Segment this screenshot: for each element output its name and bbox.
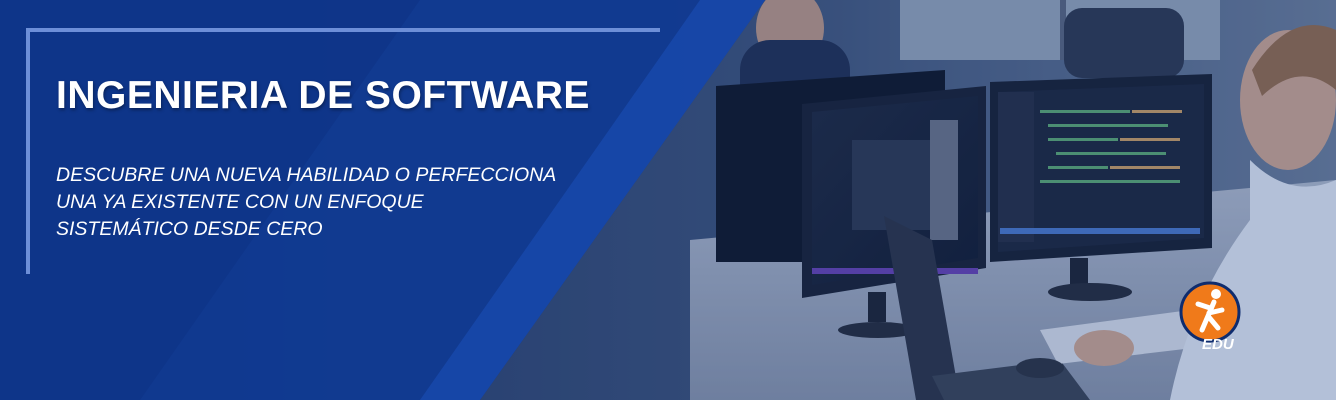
frame-accent-top [26, 28, 660, 32]
subtitle-line: UNA YA EXISTENTE CON UN ENFOQUE [56, 191, 424, 213]
subtitle-line: SISTEMÁTICO DESDE CERO [56, 218, 323, 240]
frame-accent-left [26, 28, 30, 274]
person-icon [1179, 281, 1241, 343]
banner-title: INGENIERIA DE SOFTWARE [56, 74, 590, 117]
subtitle-line: DESCUBRE UNA NUEVA HABILIDAD O PERFECCIO… [56, 164, 557, 186]
banner-subtitle: DESCUBRE UNA NUEVA HABILIDAD O PERFECCIO… [56, 162, 616, 243]
logo-text: EDU [1202, 336, 1234, 353]
edu-logo: EDU [1178, 280, 1248, 360]
